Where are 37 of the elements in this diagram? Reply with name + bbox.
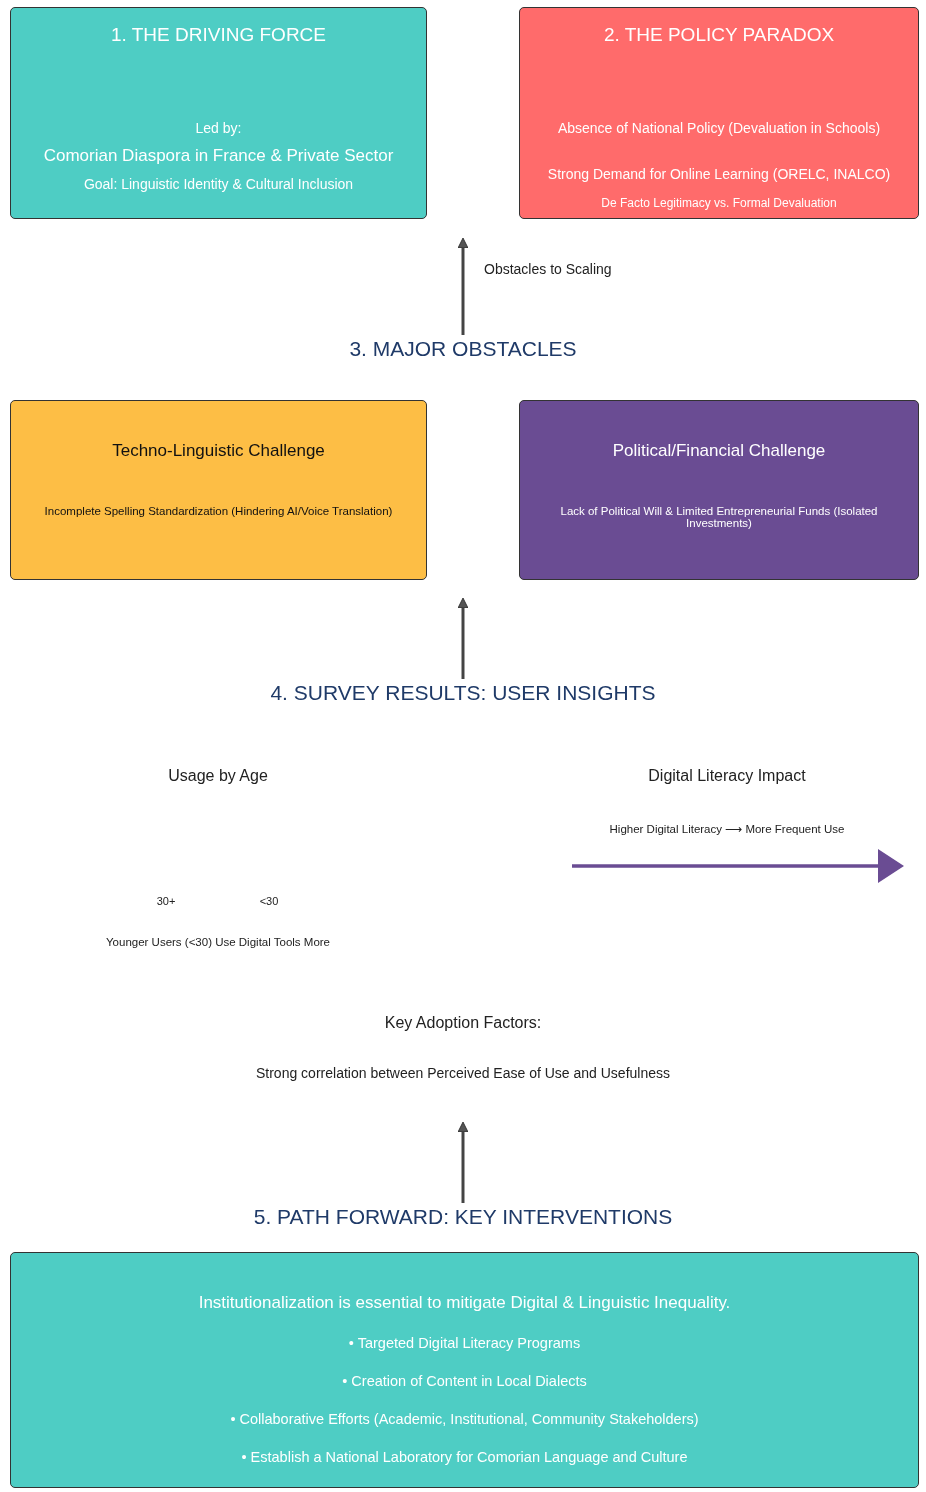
- caption-text: Younger Users (<30) Use Digital Tools More: [104, 936, 331, 948]
- body-text: Strong Demand for Online Learning (ORELC, INALCO): [547, 166, 891, 182]
- caption-text: Higher Digital Literacy ⟶ More Frequent Use: [608, 822, 846, 836]
- section-heading: 3. MAJOR OBSTACLES: [263, 337, 663, 361]
- card: [10, 7, 427, 219]
- body-text: Led by:: [195, 120, 242, 136]
- section-heading: 4. SURVEY RESULTS: USER INSIGHTS: [213, 681, 713, 705]
- card: [10, 1252, 919, 1488]
- body-text: Comorian Diaspora in France & Private Sector: [43, 146, 394, 166]
- box-heading: 2. THE POLICY PARADOX: [603, 24, 835, 46]
- section-heading: 5. PATH FORWARD: KEY INTERVENTIONS: [213, 1205, 713, 1229]
- list-item: • Collaborative Efforts (Academic, Institutional, Community Stakeholders): [230, 1411, 699, 1427]
- axis-label: <30: [258, 895, 280, 907]
- list-item: • Targeted Digital Literacy Programs: [348, 1335, 581, 1351]
- arrow: [457, 1121, 469, 1203]
- list-item: • Creation of Content in Local Dialects: [342, 1373, 587, 1389]
- box-heading: 1. THE DRIVING FORCE: [111, 24, 326, 46]
- body-text: De Facto Legitimacy vs. Formal Devaluation: [601, 196, 837, 210]
- axis-label: 30+: [155, 895, 177, 907]
- panel-heading: Digital Literacy Impact: [647, 767, 807, 785]
- panel-heading: Key Adoption Factors:: [383, 1014, 543, 1032]
- body-text: Strong correlation between Perceived Ease of Use and Usefulness: [255, 1065, 671, 1081]
- card: [10, 400, 427, 580]
- box-heading: Techno-Linguistic Challenge: [112, 441, 325, 461]
- body-text: Goal: Linguistic Identity & Cultural Inclusion: [83, 176, 354, 192]
- box-heading: Political/Financial Challenge: [612, 441, 826, 461]
- body-text: Incomplete Spelling Standardization (Hindering AI/Voice Translation): [44, 505, 393, 517]
- list-item: • Establish a National Laboratory for Comorian Language and Culture: [241, 1449, 688, 1465]
- arrow: [457, 597, 469, 679]
- box-text: Institutionalization is essential to mitigate Digital & Linguistic Inequality.: [198, 1293, 731, 1313]
- body-text: Absence of National Policy (Devaluation in Schools): [557, 120, 881, 136]
- card: [519, 7, 919, 219]
- card: [519, 400, 919, 580]
- arrow: [457, 237, 469, 335]
- panel-heading: Usage by Age: [167, 767, 269, 785]
- body-text: Lack of Political Will & Limited Entrepreneurial Funds (Isolated Investments): [559, 505, 879, 529]
- edge-label: Obstacles to Scaling: [484, 261, 612, 277]
